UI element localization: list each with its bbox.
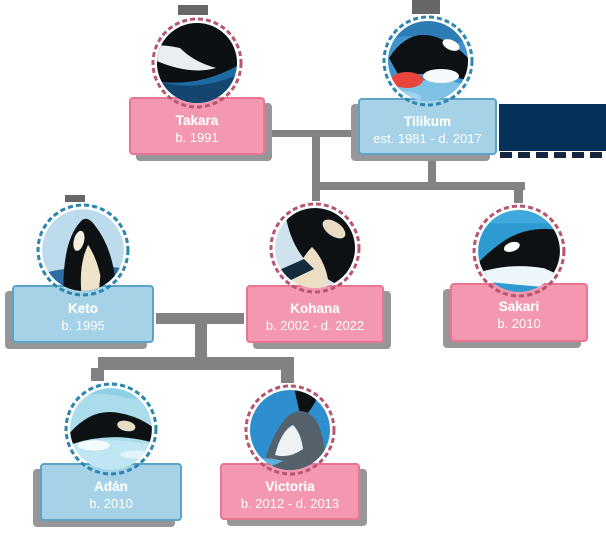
member-card[interactable]: Takara b. 1991 <box>129 97 265 155</box>
member-dates: b. 2010 <box>89 496 133 511</box>
member-dates: b. 1991 <box>175 130 219 145</box>
member-photo orca-floating-photo[interactable] <box>63 381 159 477</box>
banner-dash <box>590 152 602 158</box>
stub-tilikum <box>412 0 440 15</box>
tree-node-kohana[interactable]: Kohana b. 2002 - d. 2022 <box>244 201 386 343</box>
member-name: Tilikum <box>403 114 451 129</box>
connector-drop-victoria <box>281 368 294 387</box>
connector-drop-sakari <box>514 188 523 205</box>
connector-couple-takara-tilikum <box>263 130 358 137</box>
member-photo orca-on-back-photo[interactable] <box>381 14 475 108</box>
tree-node-keto[interactable]: Keto b. 1995 <box>10 202 156 343</box>
member-card[interactable]: Kohana b. 2002 - d. 2022 <box>246 285 384 343</box>
banner-dash <box>572 152 584 158</box>
connector-drop-adan <box>91 368 104 384</box>
member-card[interactable]: Keto b. 1995 <box>12 285 154 343</box>
banner-dash <box>536 152 548 158</box>
member-photo orca-head-down-photo[interactable] <box>268 201 362 295</box>
member-dates: b. 2010 <box>497 316 541 331</box>
member-name: Sakari <box>498 299 540 314</box>
connector-drop-mid <box>195 322 207 360</box>
banner-dash <box>554 152 566 158</box>
member-photo orca-swimming-photo[interactable] <box>471 203 567 299</box>
tree-node-adan[interactable]: Adán b. 2010 <box>38 381 184 521</box>
tree-node-takara[interactable]: Takara b. 1991 <box>127 16 267 155</box>
connector-drop-kohana <box>312 133 320 205</box>
member-name: Victoria <box>265 479 315 494</box>
banner-dash <box>500 152 512 158</box>
connector-couple-keto-kohana <box>154 313 246 324</box>
tree-node-victoria[interactable]: Victoria b. 2012 - d. 2013 <box>218 383 362 520</box>
member-name: Kohana <box>290 301 340 316</box>
navy-banner <box>498 104 606 151</box>
member-card[interactable]: Adán b. 2010 <box>40 463 182 521</box>
member-name: Adán <box>94 479 128 494</box>
member-dates: b. 2012 - d. 2013 <box>240 496 340 511</box>
member-card[interactable]: Tilikum est. 1981 - d. 2017 <box>358 98 497 155</box>
stub-takara <box>178 5 208 15</box>
stub-keto <box>65 195 85 204</box>
banner-dash <box>518 152 530 158</box>
member-name: Keto <box>68 301 98 316</box>
member-photo orca-head-raised-photo[interactable] <box>35 202 131 298</box>
member-dates: b. 1995 <box>61 318 105 333</box>
member-dates: b. 2002 - d. 2022 <box>265 318 365 333</box>
connector-siblings-adan-victoria <box>98 357 294 370</box>
tree-node-sakari[interactable]: Sakari b. 2010 <box>448 203 590 342</box>
connector-siblings-kohana-sakari <box>312 182 525 190</box>
member-photo orca-breaching-photo[interactable] <box>243 383 337 477</box>
connector-drop-tilikum <box>428 155 436 188</box>
member-dates: est. 1981 - d. 2017 <box>373 131 482 146</box>
member-name: Takara <box>175 113 219 128</box>
tree-node-tilikum[interactable]: Tilikum est. 1981 - d. 2017 <box>356 14 499 155</box>
member-photo orca-closeup-photo[interactable] <box>150 16 244 110</box>
